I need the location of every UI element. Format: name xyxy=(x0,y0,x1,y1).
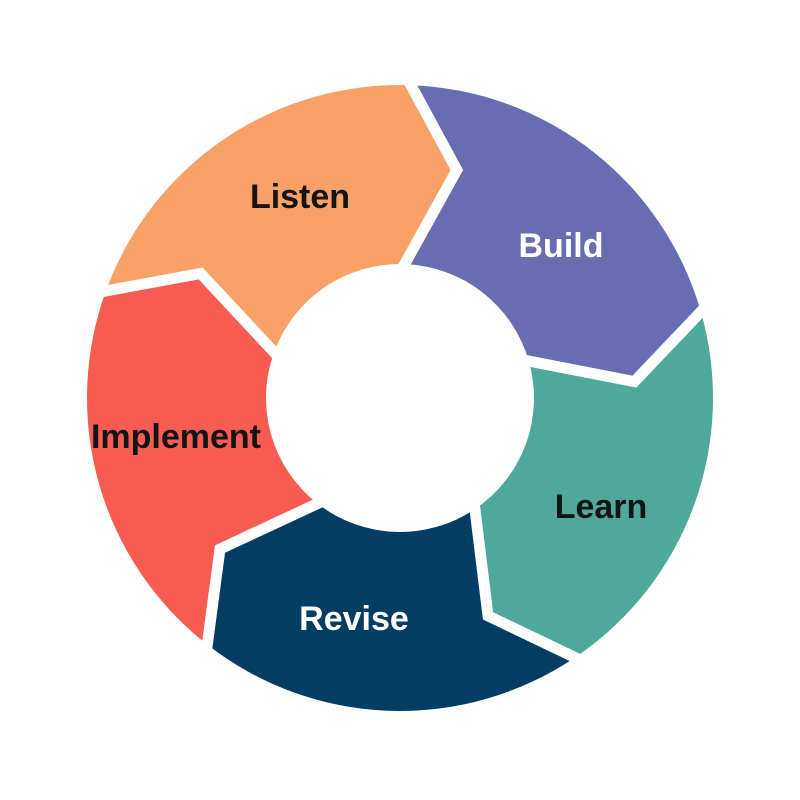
segment-label-build: Build xyxy=(519,227,604,265)
segment-label-implement: Implement xyxy=(91,418,261,456)
segment-label-learn: Learn xyxy=(555,488,648,526)
divider-after-revise xyxy=(199,480,359,663)
divider-after-listen xyxy=(378,67,464,305)
divider-after-learn xyxy=(464,465,594,670)
segment-implement xyxy=(87,273,318,645)
segment-label-listen: Listen xyxy=(250,178,350,216)
segment-learn xyxy=(474,311,713,658)
divider-after-build xyxy=(485,295,717,388)
segment-revise xyxy=(207,503,576,712)
divider-after-implement xyxy=(87,267,308,388)
segment-label-revise: Revise xyxy=(299,600,409,638)
segment-build xyxy=(404,85,701,382)
center-circle xyxy=(266,264,534,532)
segment-listen xyxy=(105,84,457,353)
